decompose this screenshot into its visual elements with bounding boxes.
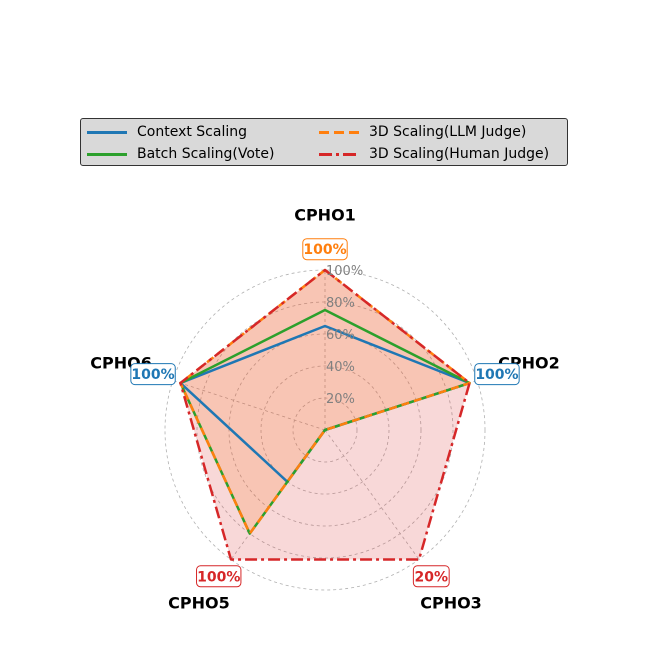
annotation-text-cpho6: 100% <box>131 367 174 383</box>
radial-tick-label-5: 100% <box>326 264 363 279</box>
annotation-text-cpho1: 100% <box>303 242 346 258</box>
annotation-cpho2: 100% <box>474 363 520 386</box>
annotation-cpho1: 100% <box>302 238 348 261</box>
legend-item-context-scaling: Context Scaling <box>87 121 247 143</box>
annotation-box-cpho6 <box>130 363 176 386</box>
radial-tick-label-2: 40% <box>326 360 355 375</box>
chart-legend: Context Scaling Batch Scaling(Vote) 3D S… <box>80 118 568 166</box>
annotation-cpho5: 100% <box>196 565 242 588</box>
axis-label-cpho1: CPHO1 <box>294 206 356 225</box>
annotation-box-cpho5 <box>196 565 242 588</box>
grid-ring-5 <box>164 269 486 591</box>
series-line-batch-scaling-vote <box>179 308 471 535</box>
legend-label-batch-scaling: Batch Scaling(Vote) <box>137 146 275 162</box>
radial-tick-label-3: 60% <box>326 328 355 343</box>
axis-label-cpho5: CPHO5 <box>168 593 230 612</box>
annotation-text-cpho2: 100% <box>475 367 518 383</box>
legend-item-3d-llm-judge: 3D Scaling(LLM Judge) <box>319 121 526 143</box>
legend-item-3d-human-judge: 3D Scaling(Human Judge) <box>319 143 549 165</box>
series-fill-3d-scaling-llm-judge <box>180 270 470 534</box>
legend-label-3d-llm-judge: 3D Scaling(LLM Judge) <box>369 124 527 140</box>
legend-swatch-3d-human-judge <box>319 152 359 156</box>
annotation-cpho6: 100% <box>130 363 176 386</box>
annotation-box-cpho2 <box>474 363 520 386</box>
radial-tick-label-1: 20% <box>326 392 355 407</box>
grid-spoke-cpho3 <box>324 429 420 560</box>
annotation-box-cpho3 <box>412 565 450 588</box>
annotation-text-cpho3: 20% <box>415 569 449 585</box>
legend-swatch-batch-scaling <box>87 152 127 156</box>
legend-label-3d-human-judge: 3D Scaling(Human Judge) <box>369 146 550 162</box>
legend-label-context-scaling: Context Scaling <box>137 124 247 140</box>
annotation-text-cpho5: 100% <box>197 569 240 585</box>
series-line-3d-scaling-human-judge <box>179 268 471 561</box>
legend-swatch-3d-llm-judge <box>319 130 359 134</box>
legend-swatch-context-scaling <box>87 130 127 134</box>
annotation-cpho3: 20% <box>412 565 450 588</box>
axis-label-cpho3: CPHO3 <box>420 593 482 612</box>
grid-spoke-cpho6 <box>172 380 326 431</box>
grid-ring-2 <box>260 365 390 495</box>
legend-item-batch-scaling: Batch Scaling(Vote) <box>87 143 274 165</box>
annotation-box-cpho1 <box>302 238 348 261</box>
radial-tick-label-4: 80% <box>326 296 355 311</box>
series-fill-3d-scaling-human-judge <box>180 270 470 560</box>
